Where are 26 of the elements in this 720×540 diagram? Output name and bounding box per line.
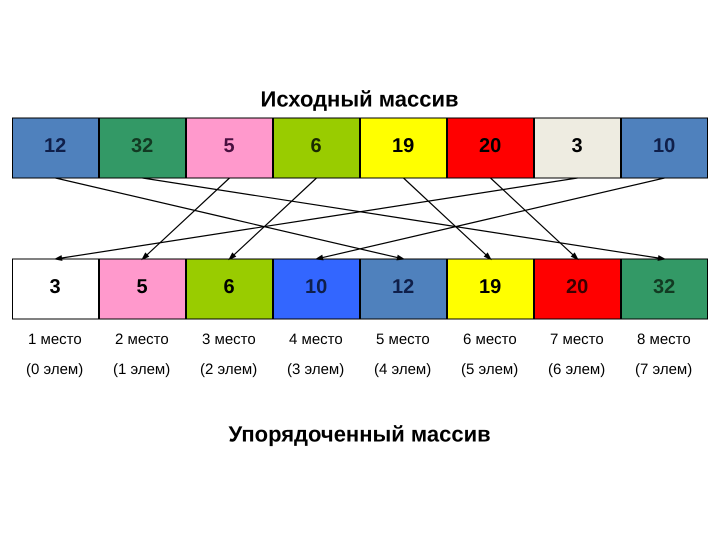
arrow xyxy=(142,176,666,260)
node-label: (5 элем) xyxy=(461,360,518,378)
node-label: (3 элем) xyxy=(287,360,344,378)
node-label: (6 элем) xyxy=(548,360,606,378)
node-label: (1 элем) xyxy=(113,360,170,378)
caption: Упорядоченный массив xyxy=(228,421,491,446)
diagram-title: Исходный массив xyxy=(260,86,459,112)
node-label: 7 место xyxy=(550,330,604,348)
node-label: (4 элем) xyxy=(374,360,432,378)
node-label: (0 элем) xyxy=(26,360,84,378)
node-label: 3 место xyxy=(202,330,256,348)
node-label: 6 место xyxy=(463,330,517,348)
arrow xyxy=(55,176,406,260)
arrow xyxy=(228,177,317,260)
arrow xyxy=(141,177,230,260)
node-label: 1 место xyxy=(28,330,82,348)
arrow xyxy=(314,176,665,260)
node-label: 8 место xyxy=(637,330,691,348)
node-label: (2 элем) xyxy=(200,360,258,378)
arrow xyxy=(54,176,578,260)
node-label: 5 место xyxy=(376,330,430,348)
node-label: 2 место xyxy=(115,330,169,348)
arrow xyxy=(403,177,492,260)
node-label: (7 элем) xyxy=(635,360,692,378)
node-label: 4 место xyxy=(289,330,343,348)
arrow xyxy=(490,177,579,260)
